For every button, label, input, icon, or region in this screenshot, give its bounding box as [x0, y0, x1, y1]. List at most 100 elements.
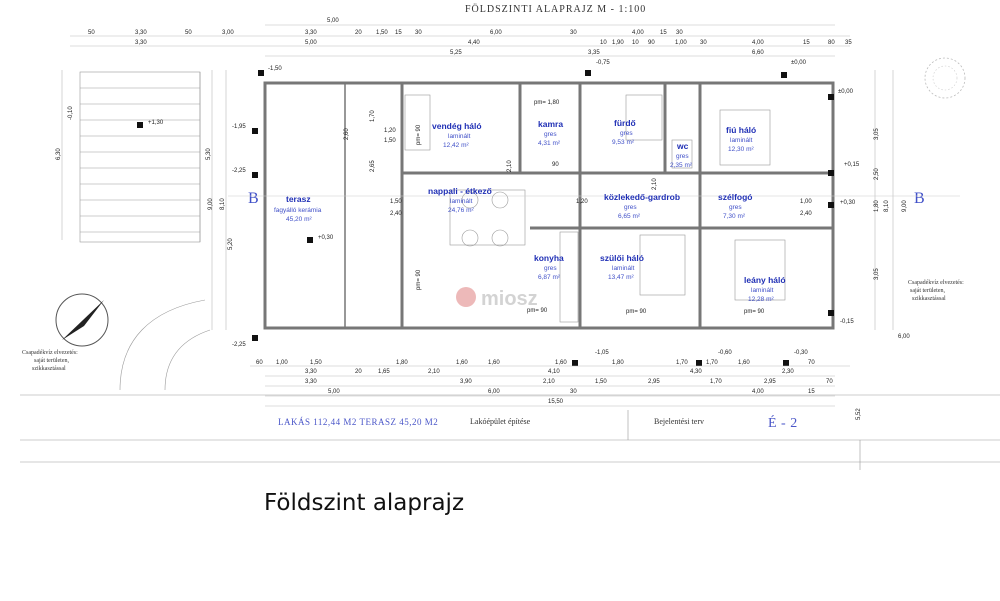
svg-text:4,31 m²: 4,31 m²	[538, 140, 561, 147]
svg-text:szülői háló: szülői háló	[600, 253, 644, 263]
svg-text:2,30: 2,30	[782, 369, 794, 375]
section-mark-right: B	[914, 190, 925, 207]
svg-text:szikkasztással: szikkasztással	[32, 366, 66, 372]
svg-text:2,35 m²: 2,35 m²	[670, 162, 693, 169]
svg-text:pm= 90: pm= 90	[416, 124, 422, 145]
svg-text:szélfogó: szélfogó	[718, 192, 752, 202]
inner-dimensions: 1,20 1,50 1,70 2,60 2,65 2,40 1,50 2,10 …	[344, 110, 812, 217]
svg-text:-0,30: -0,30	[794, 350, 808, 356]
svg-text:35: 35	[845, 40, 852, 46]
area-summary: LAKÁS 112,44 M2 TERASZ 45,20 M2	[278, 417, 438, 427]
svg-text:saját területen,: saját területen,	[910, 288, 945, 294]
svg-text:kamra: kamra	[538, 119, 563, 129]
svg-text:2,10: 2,10	[428, 369, 440, 375]
svg-text:9,00: 9,00	[208, 198, 214, 210]
svg-text:15: 15	[808, 389, 815, 395]
svg-text:1,60: 1,60	[555, 360, 567, 366]
room-terasz: terasz fagyálló kerámia 45,20 m²	[274, 194, 322, 223]
svg-text:leány háló: leány háló	[744, 275, 786, 285]
top-dimension-lines	[70, 24, 850, 57]
svg-text:1,70: 1,70	[370, 110, 376, 122]
svg-text:3,35: 3,35	[588, 50, 600, 56]
bottom-dimension-lines	[250, 365, 850, 407]
svg-text:30: 30	[570, 389, 577, 395]
room-furdo: fürdő gres 9,53 m²	[612, 118, 636, 146]
svg-text:1,70: 1,70	[710, 379, 722, 385]
svg-text:8,10: 8,10	[220, 198, 226, 210]
svg-text:laminált: laminált	[751, 287, 774, 294]
svg-text:6,30: 6,30	[56, 148, 62, 160]
svg-text:1,00: 1,00	[675, 40, 687, 46]
svg-text:fürdő: fürdő	[614, 118, 636, 128]
svg-text:Csapadékvíz elvezetés:: Csapadékvíz elvezetés:	[22, 350, 78, 356]
svg-text:6,00: 6,00	[488, 389, 500, 395]
svg-text:90: 90	[648, 40, 655, 46]
svg-text:wc: wc	[676, 141, 689, 151]
svg-text:50: 50	[185, 30, 192, 36]
room-kamra: kamra gres 4,31 m²	[538, 119, 563, 147]
svg-text:gres: gres	[544, 131, 557, 138]
svg-text:-1,05: -1,05	[595, 350, 609, 356]
svg-text:8,10: 8,10	[884, 200, 890, 212]
title-block: LAKÁS 112,44 M2 TERASZ 45,20 M2 Lakóépül…	[278, 410, 797, 440]
svg-text:90: 90	[552, 162, 559, 168]
left-dimensions: 6,30 5,30 8,10 9,00 5,20 -0,10	[56, 70, 234, 330]
svg-text:laminált: laminált	[450, 198, 473, 205]
side-dimension-right: 6,00	[898, 334, 910, 340]
svg-text:fagyálló kerámia: fagyálló kerámia	[274, 207, 322, 214]
svg-text:12,42 m²: 12,42 m²	[443, 142, 469, 149]
svg-text:1,50: 1,50	[310, 360, 322, 366]
svg-text:±0,00: ±0,00	[838, 89, 854, 95]
svg-text:1,70: 1,70	[676, 360, 688, 366]
svg-text:50: 50	[88, 30, 95, 36]
svg-text:4,10: 4,10	[548, 369, 560, 375]
svg-text:gres: gres	[624, 204, 637, 211]
svg-text:5,20: 5,20	[228, 238, 234, 250]
svg-text:laminált: laminált	[730, 137, 753, 144]
svg-text:5,30: 5,30	[206, 148, 212, 160]
room-szuloi-halo: szülői háló laminált 13,47 m²	[600, 253, 644, 281]
svg-text:-1,50: -1,50	[268, 66, 282, 72]
svg-text:4,40: 4,40	[468, 40, 480, 46]
svg-text:1,90: 1,90	[612, 40, 624, 46]
svg-text:3,30: 3,30	[135, 40, 147, 46]
svg-text:laminált: laminált	[612, 265, 635, 272]
svg-text:gres: gres	[620, 130, 633, 137]
svg-text:10: 10	[600, 40, 607, 46]
svg-text:20: 20	[355, 30, 362, 36]
svg-text:4,30: 4,30	[690, 369, 702, 375]
svg-text:2,95: 2,95	[648, 379, 660, 385]
svg-text:3,30: 3,30	[305, 369, 317, 375]
svg-text:3,05: 3,05	[874, 268, 880, 280]
svg-text:3,00: 3,00	[222, 30, 234, 36]
room-szelfogo: szélfogó gres 7,30 m²	[718, 192, 752, 220]
svg-text:+0,30: +0,30	[318, 235, 334, 241]
svg-text:1,20: 1,20	[576, 199, 588, 205]
svg-text:1,50: 1,50	[384, 138, 396, 144]
svg-text:6,87 m²: 6,87 m²	[538, 274, 561, 281]
svg-text:-2,25: -2,25	[232, 168, 246, 174]
bottom-dimension-row4: 5,00 6,00 30 4,00 15	[328, 389, 815, 395]
svg-text:2,10: 2,10	[507, 160, 513, 172]
svg-text:30: 30	[570, 30, 577, 36]
svg-text:1,60: 1,60	[738, 360, 750, 366]
svg-text:2,40: 2,40	[800, 211, 812, 217]
svg-text:+0,30: +0,30	[840, 200, 856, 206]
room-kozlekedo-gardrob: közlekedő-gardrob gres 6,65 m²	[604, 192, 680, 220]
svg-text:2,60: 2,60	[344, 128, 350, 140]
svg-text:1,50: 1,50	[376, 30, 388, 36]
svg-text:miosz: miosz	[481, 288, 538, 310]
svg-text:2,10: 2,10	[652, 178, 658, 190]
svg-text:2,65: 2,65	[370, 160, 376, 172]
room-leany-halo: leány háló laminált 12,28 m²	[744, 275, 786, 303]
svg-text:pm= 90: pm= 90	[626, 309, 647, 315]
svg-text:2,10: 2,10	[543, 379, 555, 385]
svg-text:fiú háló: fiú háló	[726, 125, 756, 135]
svg-text:3,30: 3,30	[305, 379, 317, 385]
svg-text:1,50: 1,50	[595, 379, 607, 385]
top-dimension-row1: 5,00	[327, 18, 339, 24]
room-nappali-etkezo: nappali - étkező laminált 24,76 m²	[428, 186, 492, 214]
svg-text:-2,25: -2,25	[232, 342, 246, 348]
svg-text:terasz: terasz	[286, 194, 311, 204]
section-mark-left: B	[248, 190, 259, 207]
